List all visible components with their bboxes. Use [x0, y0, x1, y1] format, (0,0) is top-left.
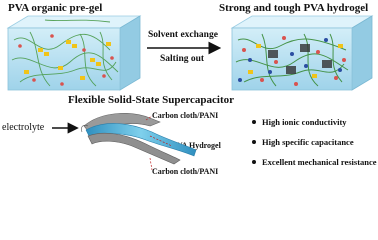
bullet-icon — [252, 120, 256, 124]
electrolyte-label: electrolyte — [2, 122, 45, 133]
property-text: High ionic conductivity — [262, 117, 347, 127]
pregel-box — [6, 15, 142, 91]
supercapacitor-device — [81, 113, 197, 165]
bullet-icon — [252, 160, 256, 164]
property-item: High ionic conductivity — [252, 112, 377, 132]
property-text: Excellent mechanical resistance — [262, 157, 377, 167]
layer-label-top: Carbon cloth/PANI — [152, 111, 219, 120]
property-list: High ionic conductivity High specific ca… — [252, 112, 377, 172]
process-step-solvent-exchange: Solvent exchange — [148, 30, 218, 40]
property-text: High specific capacitance — [262, 137, 354, 147]
process-step-salting-out: Salting out — [160, 54, 205, 64]
layer-label-mid: PVA Hydrogel — [172, 141, 221, 150]
property-item: Excellent mechanical resistance — [252, 152, 377, 172]
leader-lines — [145, 115, 173, 171]
diagram-graphics — [6, 15, 374, 171]
property-item: High specific capacitance — [252, 132, 377, 152]
pregel-title: PVA organic pre-gel — [8, 2, 103, 14]
bullet-icon — [252, 140, 256, 144]
device-title: Flexible Solid-State Supercapacitor — [68, 94, 235, 106]
hydrogel-box — [230, 15, 374, 91]
hydrogel-title: Strong and tough PVA hydrogel — [219, 2, 369, 14]
layer-label-bottom: Carbon cloth/PANI — [152, 167, 219, 176]
